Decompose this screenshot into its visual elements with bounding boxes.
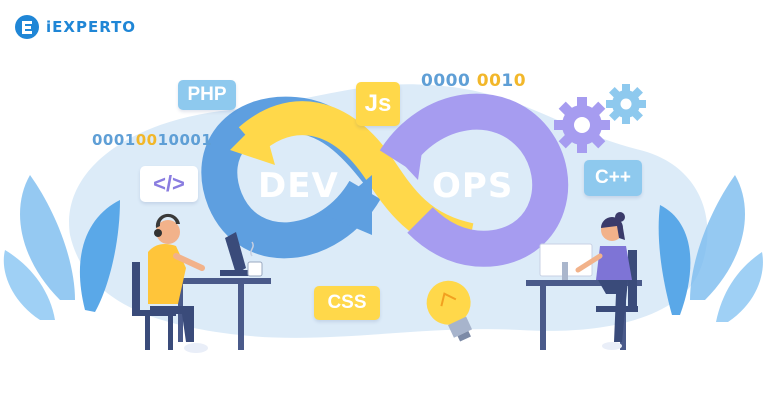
js-tag: Js bbox=[356, 82, 400, 126]
binary-top-part-c: 1 bbox=[501, 71, 514, 91]
ops-loop-arrow bbox=[379, 93, 569, 267]
binary-left: 00010010001 bbox=[92, 131, 212, 149]
html-tag: </> bbox=[140, 166, 198, 202]
php-tag: PHP bbox=[178, 80, 236, 110]
binary-top: 0000 0010 bbox=[421, 71, 526, 91]
css-tag: CSS bbox=[314, 286, 380, 320]
binary-left-part-a: 0001 bbox=[92, 131, 136, 149]
binary-top-part-d: 0 bbox=[513, 71, 527, 91]
dev-label: DEV bbox=[258, 166, 339, 206]
gear-small-icon bbox=[606, 84, 646, 124]
ops-label: OPS bbox=[432, 166, 514, 206]
leaves-left-icon bbox=[3, 175, 120, 320]
cpp-tag: C++ bbox=[584, 160, 642, 196]
gear-large-icon bbox=[554, 97, 610, 153]
brand-name: iEXPERTO bbox=[46, 18, 137, 36]
lightbulb-icon bbox=[426, 280, 473, 342]
brand-logo[interactable]: iEXPERTO bbox=[14, 14, 136, 40]
developer-left bbox=[132, 213, 271, 353]
yellow-arrowhead-icon bbox=[230, 118, 275, 165]
dev-arrowhead-icon bbox=[325, 175, 372, 235]
binary-left-part-c: 10001 bbox=[157, 131, 213, 149]
iexperto-logo-icon bbox=[15, 15, 39, 39]
leaves-right-icon bbox=[658, 175, 763, 322]
binary-top-part-a: 0000 bbox=[421, 71, 477, 91]
developer-right bbox=[526, 212, 642, 350]
binary-top-part-b: 00 bbox=[476, 71, 502, 91]
ops-arrowhead-icon bbox=[390, 130, 425, 180]
binary-left-part-b: 00 bbox=[135, 131, 158, 149]
